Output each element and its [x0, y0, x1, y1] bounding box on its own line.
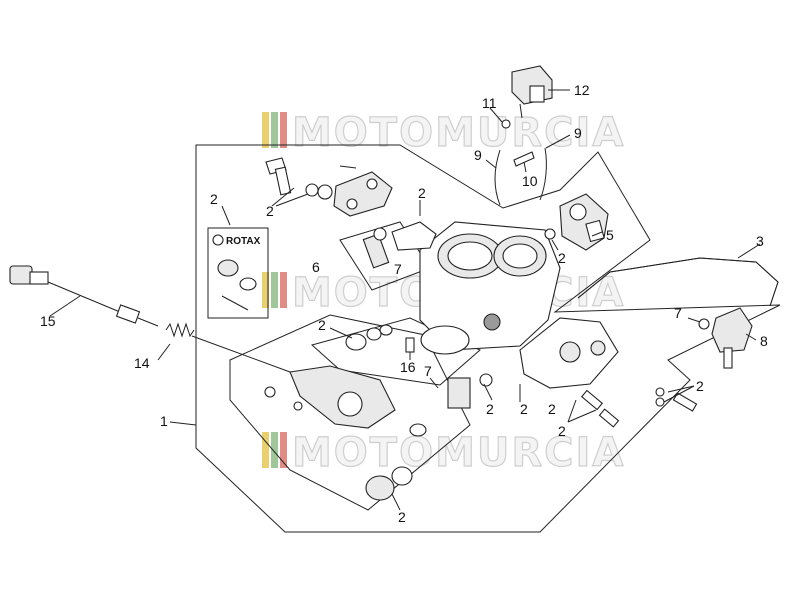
rotax-logo-text: ROTAX [226, 236, 261, 247]
fitting-11 [501, 119, 511, 129]
seal-rings-center [345, 324, 415, 353]
callout-5: 5 [606, 227, 614, 243]
hose-9-right [539, 147, 547, 201]
idle-actuator [264, 365, 396, 429]
callout-2: 2 [558, 250, 566, 266]
callout-8: 8 [760, 333, 768, 349]
subkit-outline-left [229, 314, 471, 511]
subkit-outline-center [310, 317, 481, 386]
callout-6: 6 [312, 259, 320, 275]
throttle-cable-15 [9, 265, 159, 327]
rotax-kit: ROTAX [212, 234, 261, 311]
callout-2: 2 [548, 401, 556, 417]
callout-9: 9 [474, 147, 482, 163]
callout-15: 15 [40, 313, 56, 329]
callout-2: 2 [398, 509, 406, 525]
hose-9-left [494, 149, 501, 206]
cable-lever-bracket [333, 165, 393, 217]
callout-7: 7 [394, 261, 402, 277]
injector-upper [362, 221, 437, 269]
assembly-outline [195, 144, 781, 533]
callout-10: 10 [522, 173, 538, 189]
callout-1: 1 [160, 413, 168, 429]
banjo-bolt [265, 157, 333, 200]
watermark-top: MOTOMURCIA [262, 109, 625, 157]
rotax-kit-box [207, 227, 269, 319]
callout-16: 16 [400, 359, 416, 375]
callout-2: 2 [210, 191, 218, 207]
callout-labels: 1 2 2 2 2 2 2 2 2 2 2 2 3 5 6 7 7 7 8 9 … [40, 82, 768, 525]
callout-2: 2 [486, 401, 494, 417]
callout-14: 14 [134, 355, 150, 371]
throttle-position-sensor [544, 193, 609, 251]
fuel-rail-housing [519, 317, 698, 428]
callout-9: 9 [574, 125, 582, 141]
spring-14 [165, 322, 291, 373]
injector-lower [447, 373, 493, 409]
throttle-body [419, 221, 561, 355]
seal-rings-lower [365, 423, 427, 501]
callout-2: 2 [520, 401, 528, 417]
callout-3: 3 [756, 233, 764, 249]
callout-11: 11 [482, 95, 497, 111]
callout-2: 2 [696, 378, 704, 394]
callout-2: 2 [558, 423, 566, 439]
callout-7: 7 [674, 305, 682, 321]
fuel-pressure-regulator [698, 307, 753, 369]
callout-7: 7 [424, 363, 432, 379]
callout-2: 2 [318, 317, 326, 333]
callout-2: 2 [418, 185, 426, 201]
map-sensor [511, 65, 553, 119]
watermark-bottom: MOTOMURCIA [262, 429, 625, 477]
watermark-text: MOTOMURCIA [292, 110, 625, 156]
callout-2: 2 [266, 203, 274, 219]
leader-lines [49, 89, 761, 511]
fitting-10 [513, 151, 535, 167]
callout-12: 12 [574, 82, 590, 98]
watermark-text: MOTOMURCIA [292, 430, 625, 476]
